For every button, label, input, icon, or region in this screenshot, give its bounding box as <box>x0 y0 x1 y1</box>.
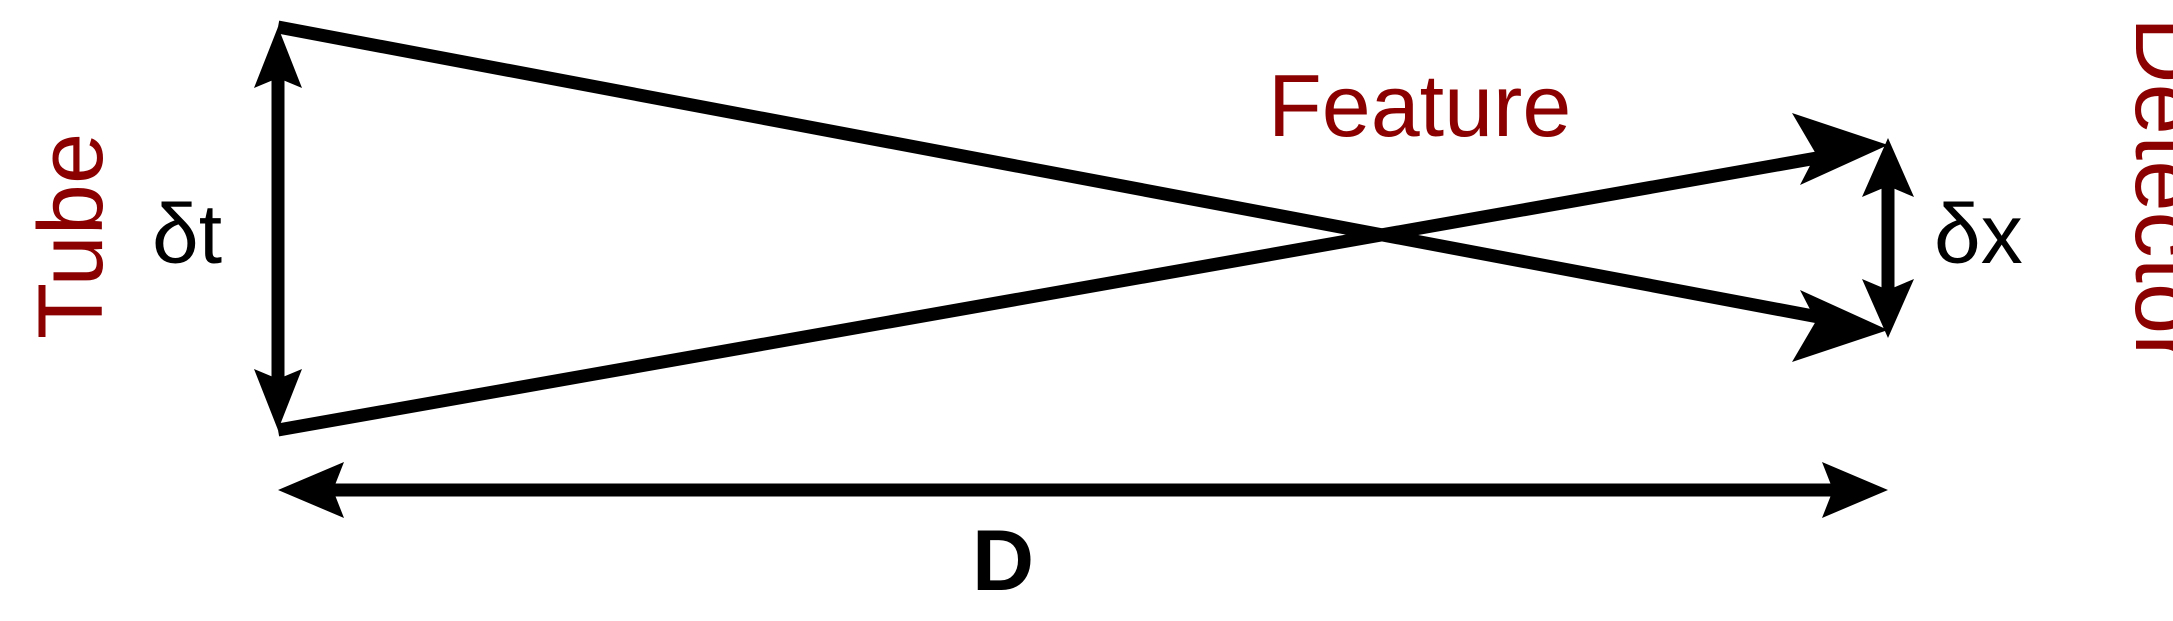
delta-t-arrowhead-down <box>254 369 302 430</box>
upper-ray-line <box>276 20 1847 329</box>
delta-x-arrowhead-up <box>1862 138 1914 197</box>
delta-x-dimension-arrow <box>1862 138 1914 338</box>
lower-ray <box>276 113 1888 437</box>
distance-D-arrowhead-left <box>278 462 344 518</box>
ray-group <box>276 20 1888 437</box>
upper-ray-arrowhead <box>1792 290 1888 362</box>
delta-t-arrowhead-up <box>254 27 302 88</box>
feature-label: Feature <box>1268 56 1572 155</box>
delta-t-dimension-arrow <box>254 27 302 430</box>
upper-ray <box>276 20 1888 362</box>
detector-label: Detector <box>2115 17 2173 365</box>
lower-ray-arrowhead <box>1792 113 1888 185</box>
distance-D-arrowhead-right <box>1822 462 1888 518</box>
tube-label: Tube <box>20 132 123 340</box>
delta-x-arrowhead-down <box>1862 279 1914 338</box>
distance-D-label: D <box>972 513 1035 609</box>
lower-ray-line <box>276 146 1847 437</box>
delta-x-label: δx <box>1934 187 2023 281</box>
delta-t-label: δt <box>152 187 223 281</box>
distance-D-dimension-arrow <box>278 462 1888 518</box>
